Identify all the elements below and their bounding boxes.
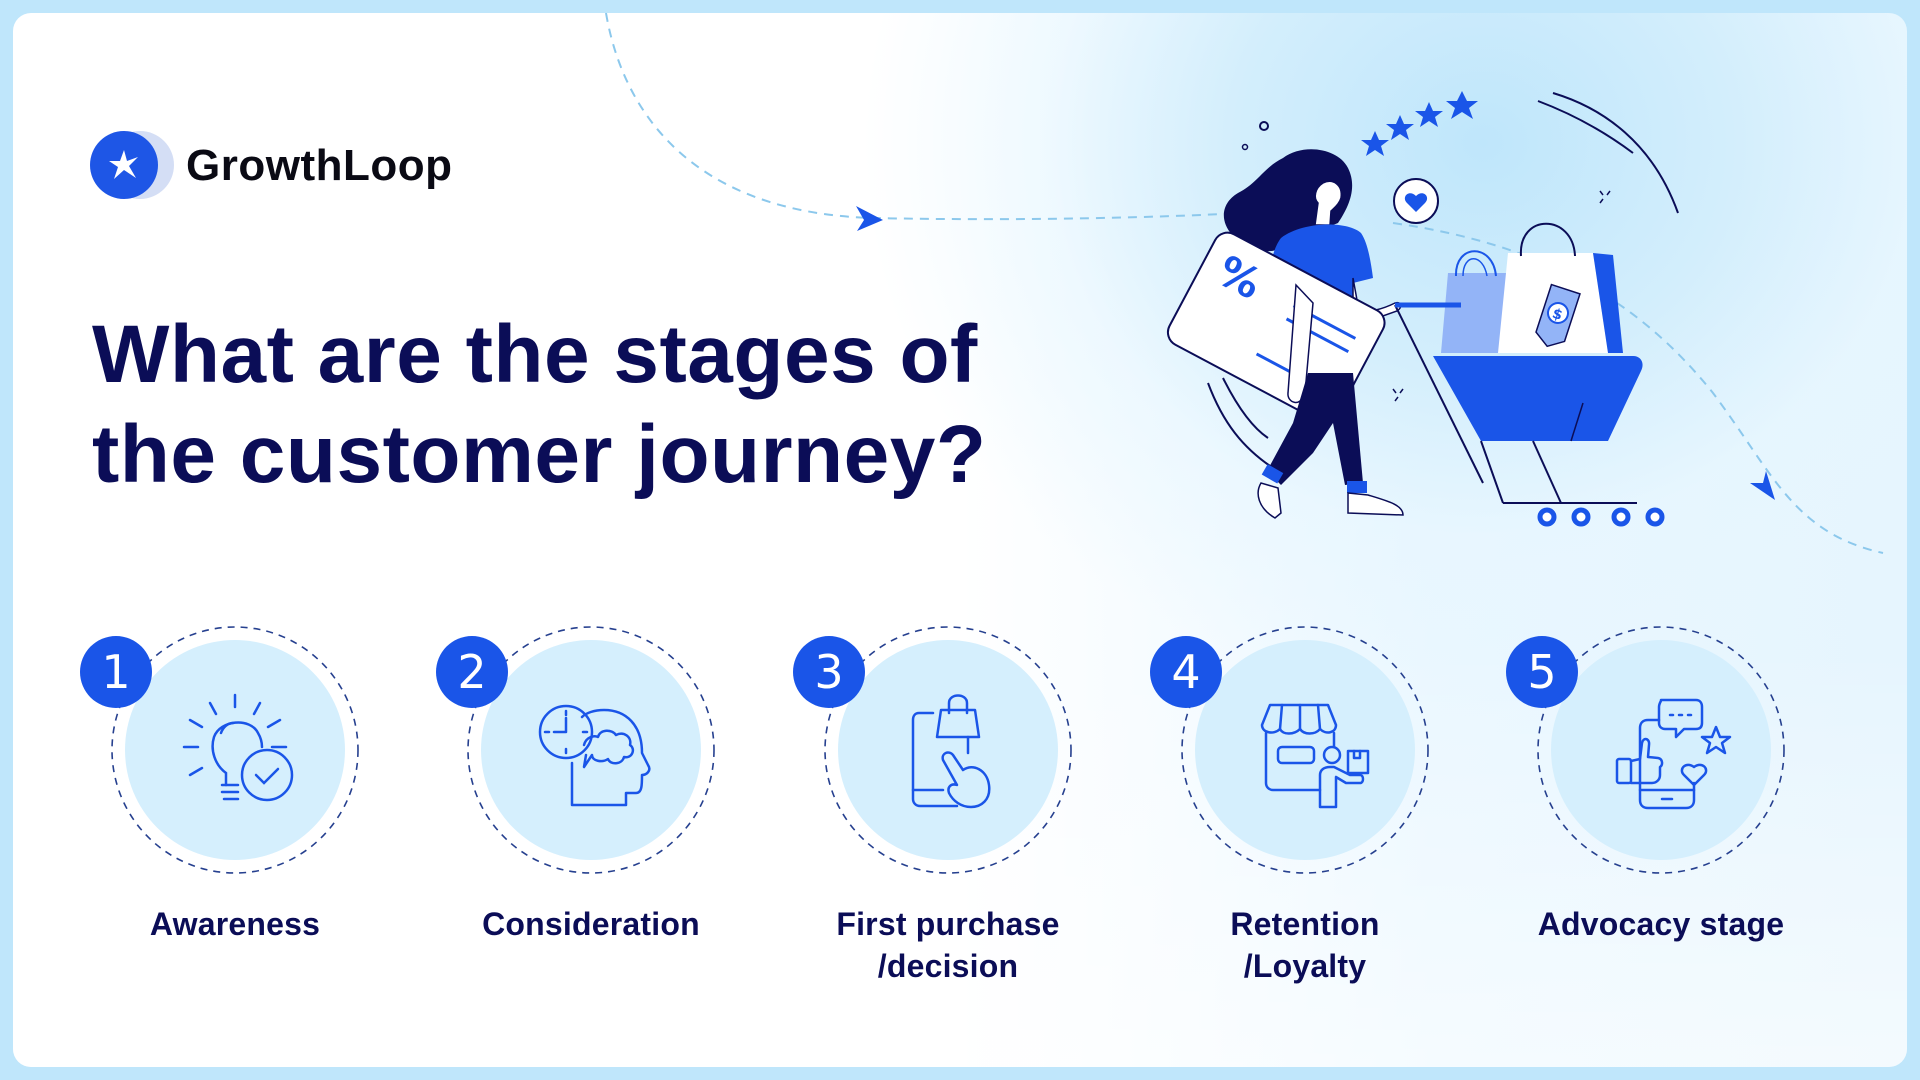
stage-awareness[interactable]: 1 Awareness [65,13,405,1067]
stage-label: Consideration [482,906,700,942]
rating-stars [1361,91,1478,156]
stage-advocacy[interactable]: 5 Advocacy stage [1491,13,1831,1067]
shopping-illustration: % $ [1166,91,1679,527]
store-delivery-icon [1260,703,1370,809]
stage-ring [1537,626,1785,874]
shopping-bag-icon [1441,250,1508,353]
title-line-2: the customer journey? [92,409,987,500]
star-icon [1386,115,1414,140]
motion-line [1222,377,1269,439]
logo-mark [90,131,176,201]
shoe-icon [1347,492,1404,516]
lightbulb-check-icon [182,693,294,802]
motion-line [1552,92,1679,214]
dashed-path-right [1392,222,1884,554]
phone-bag-tap-icon [911,694,991,809]
stage-ring [1181,626,1429,874]
brand-name: GrowthLoop [186,141,453,190]
stage-ring [467,626,715,874]
stage-label: Awareness [149,906,321,942]
arrow-head-icon [1750,471,1775,500]
infographic-card: GrowthLoop What are the stages of the cu… [13,13,1907,1067]
phone-like-review-icon [1615,698,1732,810]
woman-legs [1267,373,1363,485]
stage-ring [824,626,1072,874]
tag-symbol: $ [1550,306,1564,324]
price-tag-icon: $ [1535,283,1581,348]
stage-number-badge: 5 [1506,636,1578,708]
stage-number-badge: 3 [793,636,865,708]
stage-ring [111,626,359,874]
stage-number-badge: 2 [436,636,508,708]
shoe-icon [1257,482,1282,519]
stage-label: Advocacy stage [1537,906,1785,942]
motion-line [1207,382,1274,469]
brand-logo[interactable]: GrowthLoop [90,131,453,201]
stage-first-purchase[interactable]: 3 First purchase /decision [778,13,1118,1067]
motion-line [1537,100,1634,154]
journey-path [605,13,1884,554]
stage-consideration[interactable]: 2 Consideration [421,13,761,1067]
page-title: What are the stages of the customer jour… [92,305,1072,505]
stage-number-badge: 1 [80,636,152,708]
star-icon [1446,91,1478,119]
shopping-cart-icon [1394,302,1665,527]
arrow-head-icon [856,206,883,231]
title-line-1: What are the stages of [92,309,978,400]
star-icon [1361,131,1389,156]
star-icon [1415,102,1443,127]
head-clock-thought-icon [538,704,651,807]
stage-label: First purchase /decision [836,906,1060,984]
star-burst-icon [90,131,158,199]
stage-label: Retention /Loyalty [1230,906,1380,984]
stage-number-badge: 4 [1150,636,1222,708]
stage-retention[interactable]: 4 Retention /Loyalty [1135,13,1475,1067]
